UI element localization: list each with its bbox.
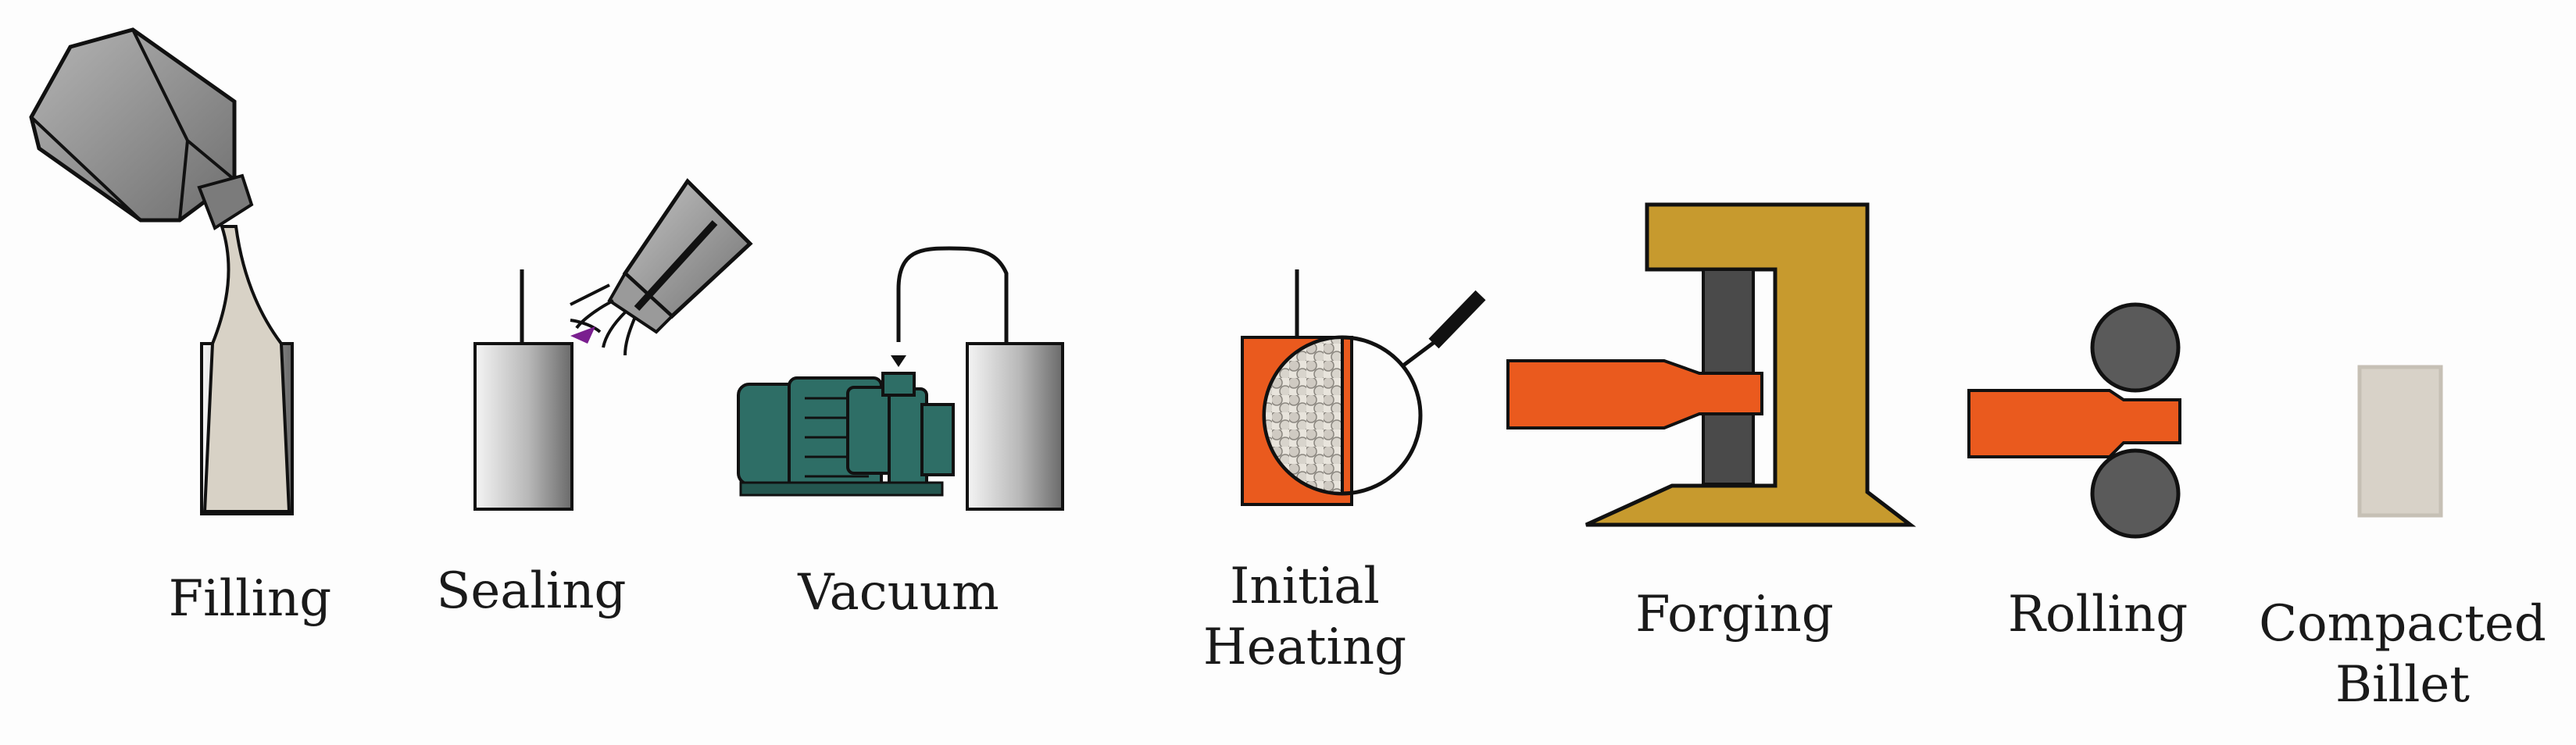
step-label-rolling: Rolling bbox=[1996, 584, 2199, 645]
weld-spark-icon bbox=[570, 326, 595, 344]
label-line: Heating bbox=[1202, 618, 1407, 676]
vacuum-illustration bbox=[737, 246, 1064, 511]
step-label-initial-heating: Initial Heating bbox=[1188, 556, 1422, 678]
label-line: Compacted bbox=[2259, 595, 2546, 653]
magnifying-glass-icon bbox=[1262, 290, 1486, 496]
vacuum-pump-icon bbox=[737, 372, 955, 497]
label-line: Filling bbox=[168, 570, 332, 628]
label-line: Sealing bbox=[436, 562, 627, 620]
welding-torch-icon bbox=[607, 178, 753, 334]
rolling-illustration bbox=[1967, 302, 2181, 539]
forging-illustration bbox=[1506, 202, 1917, 527]
step-label-vacuum: Vacuum bbox=[781, 562, 1016, 623]
billet-icon bbox=[2357, 365, 2443, 518]
step-label-sealing: Sealing bbox=[430, 561, 633, 622]
initial-heating-illustration bbox=[1241, 269, 1486, 506]
label-line: Rolling bbox=[2007, 586, 2188, 643]
step-label-filling: Filling bbox=[156, 569, 344, 629]
upper-roller-icon bbox=[2090, 302, 2181, 393]
label-line: Billet bbox=[2335, 656, 2471, 714]
step-label-compacted-billet: Compacted Billet bbox=[2254, 594, 2551, 715]
lower-roller-icon bbox=[2090, 448, 2181, 539]
compacted-billet-illustration bbox=[2357, 365, 2443, 518]
sealing-illustration bbox=[473, 178, 753, 511]
filling-illustration bbox=[29, 27, 294, 515]
label-line: Forging bbox=[1635, 586, 1834, 643]
label-line: Initial bbox=[1230, 558, 1380, 615]
step-label-forging: Forging bbox=[1617, 584, 1852, 645]
label-line: Vacuum bbox=[798, 564, 999, 622]
